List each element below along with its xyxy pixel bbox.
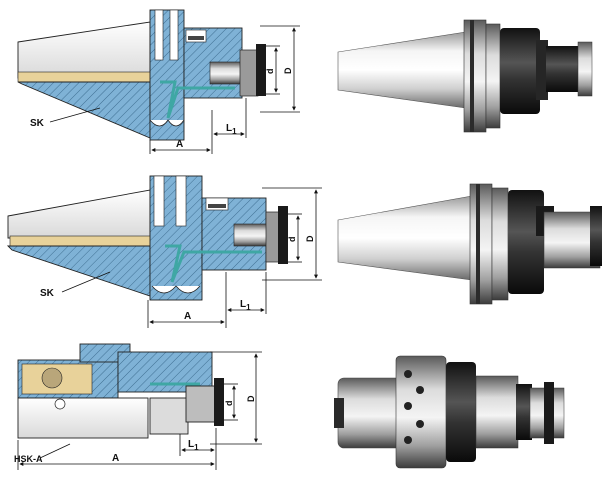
drawing-3-type-label: HSK-A (14, 454, 43, 464)
hsk-holder-photo (334, 355, 565, 469)
drawing-1-type-label: SK (30, 118, 45, 129)
drawing-1-dim-D: D (283, 67, 293, 74)
drawing-1-dim-d: d (265, 69, 275, 75)
drawing-2-type-label: SK (40, 288, 55, 299)
drawing-2-dim-l: L1 (240, 299, 251, 312)
drawing-1-dim-l: L1 (226, 123, 237, 136)
drawing-hsk-a (17, 343, 262, 470)
drawing-2-dim-a: A (184, 311, 191, 322)
drawing-sk-1 (17, 9, 300, 154)
sk-holder-photo-2 (337, 183, 602, 305)
drawing-2-dim-D: D (305, 235, 315, 242)
drawing-3-dim-a: A (112, 453, 119, 464)
drawing-2-dim-d: d (287, 237, 297, 243)
drawing-sk-2 (6, 175, 322, 328)
drawing-3-dim-l: L1 (188, 439, 199, 452)
sk-holder-photo-1 (337, 19, 593, 133)
drawing-3-dim-D: D (246, 395, 256, 402)
drawing-3-dim-d: d (224, 401, 234, 407)
drawing-1-dim-a: A (176, 139, 183, 150)
